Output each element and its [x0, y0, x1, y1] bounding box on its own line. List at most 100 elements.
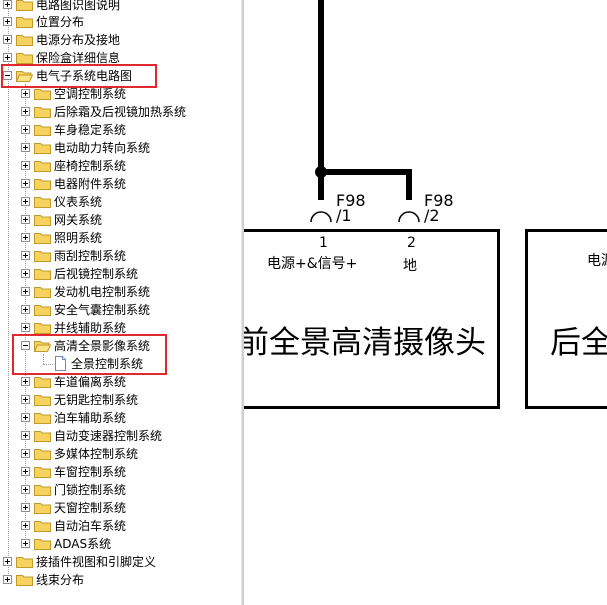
expand-icon[interactable] — [21, 394, 30, 404]
folder-icon — [34, 448, 51, 460]
expand-icon[interactable] — [3, 34, 12, 44]
expand-icon[interactable] — [21, 88, 30, 98]
tree-item-4-2[interactable]: 车身稳定系统 — [21, 120, 126, 138]
expand-icon[interactable] — [21, 250, 30, 260]
tree-item-4-13[interactable]: 并线辅助系统 — [21, 318, 126, 336]
tree-item-4[interactable]: 电气子系统电路图 — [3, 66, 132, 84]
tree-item-3[interactable]: 保险盒详细信息 — [3, 48, 120, 66]
tree-item-4-15[interactable]: 车道偏离系统 — [21, 372, 126, 390]
expand-icon[interactable] — [3, 574, 12, 584]
folder-icon — [16, 556, 33, 568]
expand-icon[interactable] — [21, 106, 30, 116]
tree-item-label: 电动助力转向系统 — [54, 140, 151, 155]
expand-icon[interactable] — [21, 484, 30, 494]
tree-item-label: 接插件视图和引脚定义 — [36, 554, 157, 569]
tree-item-4-11[interactable]: 发动机电控制系统 — [21, 282, 150, 300]
tree-item-label: 后除霜及后视镜加热系统 — [54, 104, 187, 119]
tree-item-label: 门锁控制系统 — [54, 482, 127, 497]
tree-item-label: 位置分布 — [36, 14, 85, 29]
expand-icon[interactable] — [21, 142, 30, 152]
expand-icon[interactable] — [21, 286, 30, 296]
expand-icon[interactable] — [21, 538, 30, 548]
tree-item-4-4[interactable]: 座椅控制系统 — [21, 156, 126, 174]
expand-icon[interactable] — [3, 16, 12, 26]
component-front-camera[interactable] — [244, 229, 500, 409]
tree-item-4-8[interactable]: 照明系统 — [21, 228, 102, 246]
tree-item-label: 后视镜控制系统 — [54, 266, 139, 281]
tree-item-label: 安全气囊控制系统 — [54, 302, 151, 317]
expand-icon[interactable] — [21, 502, 30, 512]
tree-item-4-9[interactable]: 雨刮控制系统 — [21, 246, 126, 264]
tree-item-label: 自动变速器控制系统 — [54, 428, 163, 443]
tree-leaf-4-14-0[interactable]: 全景控制系统 — [54, 354, 143, 372]
folder-icon — [16, 34, 33, 46]
expand-icon[interactable] — [21, 214, 30, 224]
component-title-front-camera: 前全景高清摄像头 — [244, 325, 486, 361]
expand-icon[interactable] — [21, 304, 30, 314]
tree-item-4-24[interactable]: ADAS系统 — [21, 534, 111, 552]
tree-item-4-23[interactable]: 自动泊车系统 — [21, 516, 126, 534]
expand-icon[interactable] — [3, 52, 12, 62]
expand-icon[interactable] — [3, 556, 12, 566]
folder-icon — [16, 52, 33, 64]
tree-item-label: 仪表系统 — [54, 194, 103, 209]
tree-item-4-7[interactable]: 网关系统 — [21, 210, 102, 228]
tree-item-4-3[interactable]: 电动助力转向系统 — [21, 138, 150, 156]
component-pin-desc-rear: 电源 — [587, 253, 607, 269]
tree-item-4-14[interactable]: 高清全景影像系统 — [21, 336, 150, 354]
expand-icon[interactable] — [21, 232, 30, 242]
expand-icon[interactable] — [21, 322, 30, 332]
expand-icon[interactable] — [21, 376, 30, 386]
tree-item-2[interactable]: 电源分布及接地 — [3, 30, 120, 48]
diagram-pane[interactable]: F98 /1 F98 /2 1 2 电源+&信号+ 地 前全景高清摄像头 电源 … — [244, 0, 607, 605]
tree-pane[interactable]: 电路图识图说明 位置分布 电源分布及接地 保险盒详细信息 电气子系统电路图 空调… — [0, 0, 241, 605]
tree-item-4-0[interactable]: 空调控制系统 — [21, 84, 126, 102]
collapse-icon[interactable] — [21, 340, 30, 350]
tree-item-4-19[interactable]: 多媒体控制系统 — [21, 444, 138, 462]
folder-icon — [34, 502, 51, 514]
expand-icon[interactable] — [21, 178, 30, 188]
tree-item-4-12[interactable]: 安全气囊控制系统 — [21, 300, 150, 318]
expand-icon[interactable] — [21, 448, 30, 458]
expand-icon[interactable] — [21, 466, 30, 476]
folder-icon — [34, 538, 51, 550]
tree-item-4-6[interactable]: 仪表系统 — [21, 192, 102, 210]
tree-item-4-1[interactable]: 后除霜及后视镜加热系统 — [21, 102, 186, 120]
expand-icon[interactable] — [3, 0, 12, 9]
expand-icon[interactable] — [21, 412, 30, 422]
highlight-box-subsystems — [1, 64, 157, 88]
terminal-arc-1 — [310, 211, 332, 223]
document-icon — [55, 355, 66, 371]
tree-item-label: 多媒体控制系统 — [54, 446, 139, 461]
folder-open-icon — [16, 70, 33, 82]
component-title-rear-camera: 后全 — [550, 325, 607, 361]
tree-item-4-21[interactable]: 门锁控制系统 — [21, 480, 126, 498]
tree-item-4-22[interactable]: 天窗控制系统 — [21, 498, 126, 516]
expand-icon[interactable] — [21, 124, 30, 134]
tree-item-5[interactable]: 接插件视图和引脚定义 — [3, 552, 156, 570]
folder-icon — [34, 376, 51, 388]
collapse-icon[interactable] — [3, 70, 12, 80]
tree-item-4-18[interactable]: 自动变速器控制系统 — [21, 426, 162, 444]
tree-item-label: 天窗控制系统 — [54, 500, 127, 515]
connector-pin-1: /1 — [336, 206, 352, 225]
tree-item-label: 并线辅助系统 — [54, 320, 127, 335]
expand-icon[interactable] — [21, 196, 30, 206]
tree-item-4-20[interactable]: 车窗控制系统 — [21, 462, 126, 480]
expand-icon[interactable] — [21, 520, 30, 530]
expand-icon[interactable] — [21, 160, 30, 170]
tree-item-6[interactable]: 线束分布 — [3, 570, 84, 588]
tree-item-4-16[interactable]: 无钥匙控制系统 — [21, 390, 138, 408]
folder-open-icon — [34, 340, 51, 352]
tree-item-4-17[interactable]: 泊车辅助系统 — [21, 408, 126, 426]
tree-item-1[interactable]: 位置分布 — [3, 12, 84, 30]
expand-icon[interactable] — [21, 430, 30, 440]
tree-item-4-5[interactable]: 电器附件系统 — [21, 174, 126, 192]
tree-item-4-10[interactable]: 后视镜控制系统 — [21, 264, 138, 282]
tree-item-label: 高清全景影像系统 — [54, 338, 151, 353]
folder-icon — [34, 178, 51, 190]
component-rear-camera[interactable] — [525, 229, 607, 409]
expand-icon[interactable] — [21, 268, 30, 278]
pane-splitter[interactable] — [241, 0, 244, 605]
tree-item-0[interactable]: 电路图识图说明 — [3, 0, 120, 13]
